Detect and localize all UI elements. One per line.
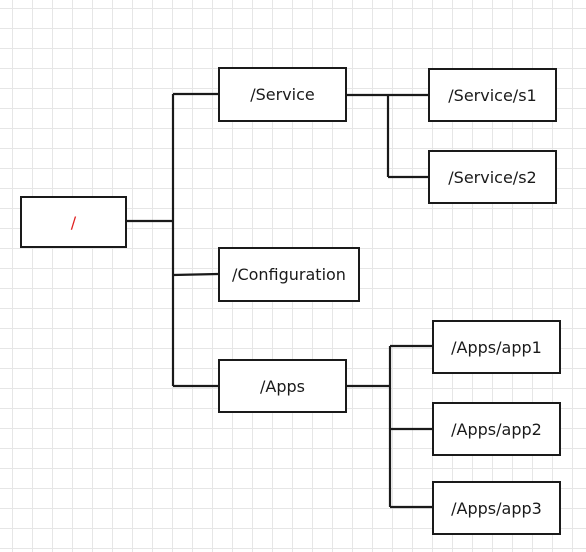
node-apps-app2-label: /Apps/app2 — [451, 419, 542, 439]
node-apps-app3-label: /Apps/app3 — [451, 498, 542, 518]
node-configuration-label: /Configuration — [232, 265, 346, 284]
node-service[interactable]: /Service — [218, 67, 347, 122]
node-service-label: /Service — [250, 85, 315, 104]
node-service-s2[interactable]: /Service/s2 — [428, 150, 557, 204]
node-service-s1-label: /Service/s1 — [448, 85, 537, 105]
node-apps-app2[interactable]: /Apps/app2 — [432, 402, 561, 456]
node-apps[interactable]: /Apps — [218, 359, 347, 413]
node-root-label: / — [70, 212, 77, 232]
node-configuration[interactable]: /Configuration — [218, 247, 360, 302]
node-apps-label: /Apps — [260, 376, 305, 396]
node-apps-app1-label: /Apps/app1 — [451, 337, 542, 357]
node-apps-app1[interactable]: /Apps/app1 — [432, 320, 561, 374]
node-service-s2-label: /Service/s2 — [448, 167, 537, 187]
connector-to-configuration — [172, 272, 219, 277]
node-apps-app3[interactable]: /Apps/app3 — [432, 481, 561, 535]
node-root[interactable]: / — [20, 196, 127, 248]
node-service-s1[interactable]: /Service/s1 — [428, 68, 557, 122]
